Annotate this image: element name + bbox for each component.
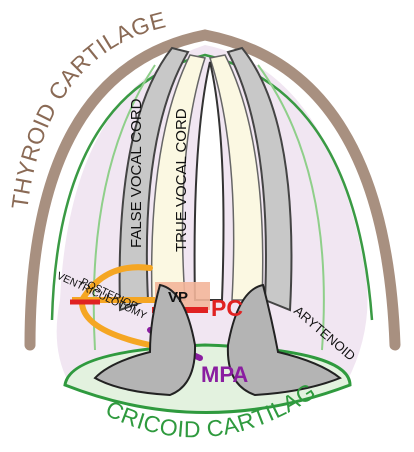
false-vocal-cord-label: FALSE VOCAL CORD: [128, 98, 145, 248]
vp-label: VP: [168, 289, 188, 306]
pc-label: PC: [211, 295, 243, 321]
mpa-label: MPA: [201, 362, 248, 387]
true-vocal-cord-label: TRUE VOCAL CORD: [173, 108, 190, 252]
